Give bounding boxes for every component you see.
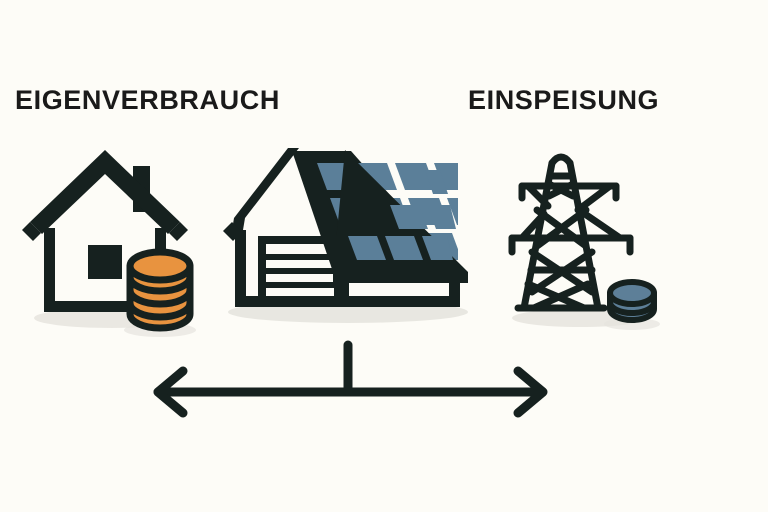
- house-wall-left-center: [235, 230, 246, 304]
- coin-separator-1: [607, 301, 657, 316]
- house-wall-left: [44, 228, 55, 312]
- label-einspeisung: EINSPEISUNG: [468, 85, 660, 115]
- label-eigenverbrauch: EIGENVERBRAUCH: [15, 85, 280, 115]
- garage-door-slat: [266, 254, 334, 260]
- garage-door-icon: [258, 236, 342, 306]
- coin-top: [126, 248, 194, 284]
- coin-stack-orange-icon: [126, 248, 194, 332]
- pylon-brace-x6: [530, 280, 592, 312]
- arrow-head-right: [513, 366, 548, 418]
- coins-blue-shadow: [604, 318, 660, 330]
- house-divider-wall: [339, 262, 349, 304]
- solar-panel: [395, 163, 436, 190]
- solar-panel: [422, 236, 453, 260]
- solar-panel: [425, 170, 448, 194]
- pylon-crossarm-upper-brace-left: [524, 182, 552, 210]
- garage-door-slat: [266, 268, 334, 274]
- arrow-head-left: [153, 366, 188, 418]
- electricity-pylon-icon: [508, 153, 634, 312]
- house-base: [44, 301, 166, 312]
- roof-eave-right: [169, 222, 188, 241]
- coin-separator-1: [126, 276, 194, 295]
- coin-stack-blue-icon: [607, 279, 657, 323]
- garage-door-frame: [258, 236, 342, 306]
- house-with-solar-panels-icon: [223, 148, 520, 307]
- pylon-brace-x2: [533, 206, 590, 250]
- house-roof: [30, 150, 180, 234]
- house-window: [88, 245, 122, 279]
- solar-panel: [390, 205, 428, 229]
- coin-separator-2: [126, 289, 194, 308]
- solar-panel: [385, 236, 423, 260]
- solar-panel-grid-lower: [348, 170, 456, 260]
- pylon-crossarm-lower-brace-left: [518, 210, 548, 242]
- house-roof-left-slope: [234, 148, 299, 218]
- coin-top: [607, 279, 657, 307]
- house-wall-right-center: [449, 272, 460, 304]
- coin-separator-3: [126, 302, 194, 321]
- roof-eave-left: [22, 222, 41, 241]
- solar-panel: [348, 236, 386, 260]
- garage-door-slat: [266, 282, 334, 288]
- solar-panel: [427, 205, 456, 229]
- pylon-crossarm-lower-brace-right: [578, 208, 624, 242]
- pylon-crossarm-upper-brace-right: [574, 182, 614, 214]
